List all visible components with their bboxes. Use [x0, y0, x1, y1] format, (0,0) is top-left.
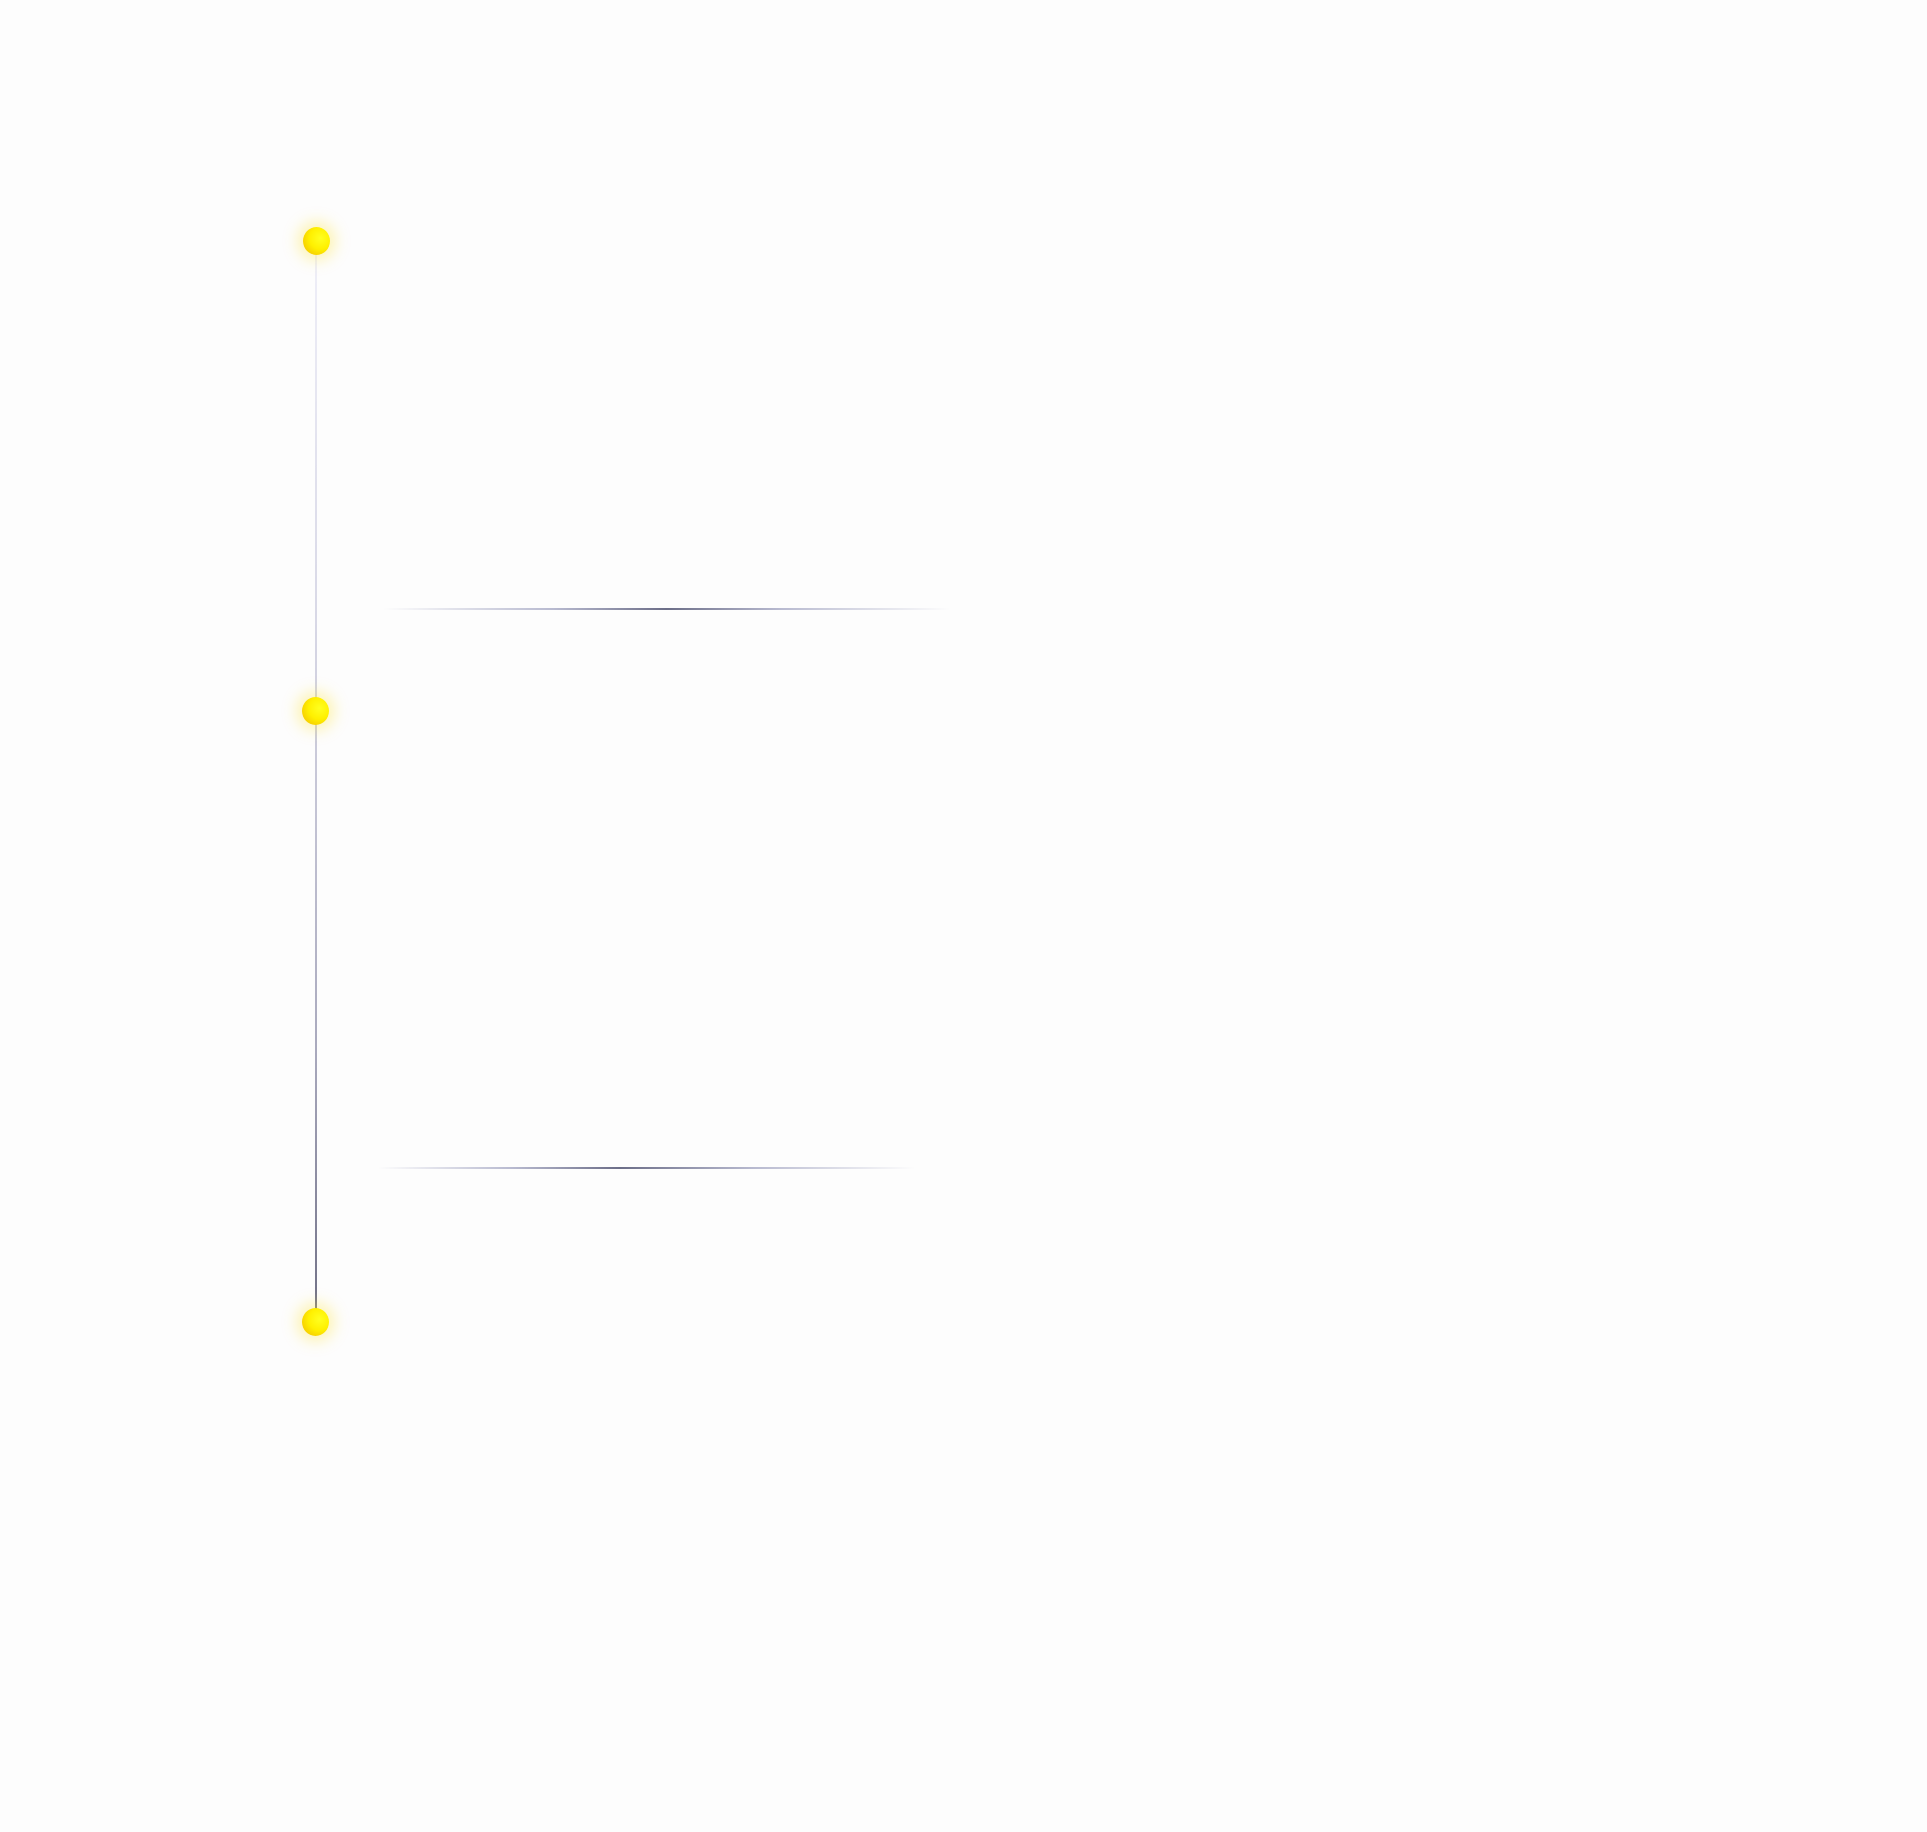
timeline-vertical-line [315, 241, 317, 1322]
section-divider [378, 1167, 915, 1169]
section-divider [383, 608, 950, 610]
timeline-marker-dot-icon [302, 1308, 329, 1336]
timeline-marker-dot-icon [303, 227, 330, 255]
timeline-marker-dot-icon [302, 697, 329, 725]
